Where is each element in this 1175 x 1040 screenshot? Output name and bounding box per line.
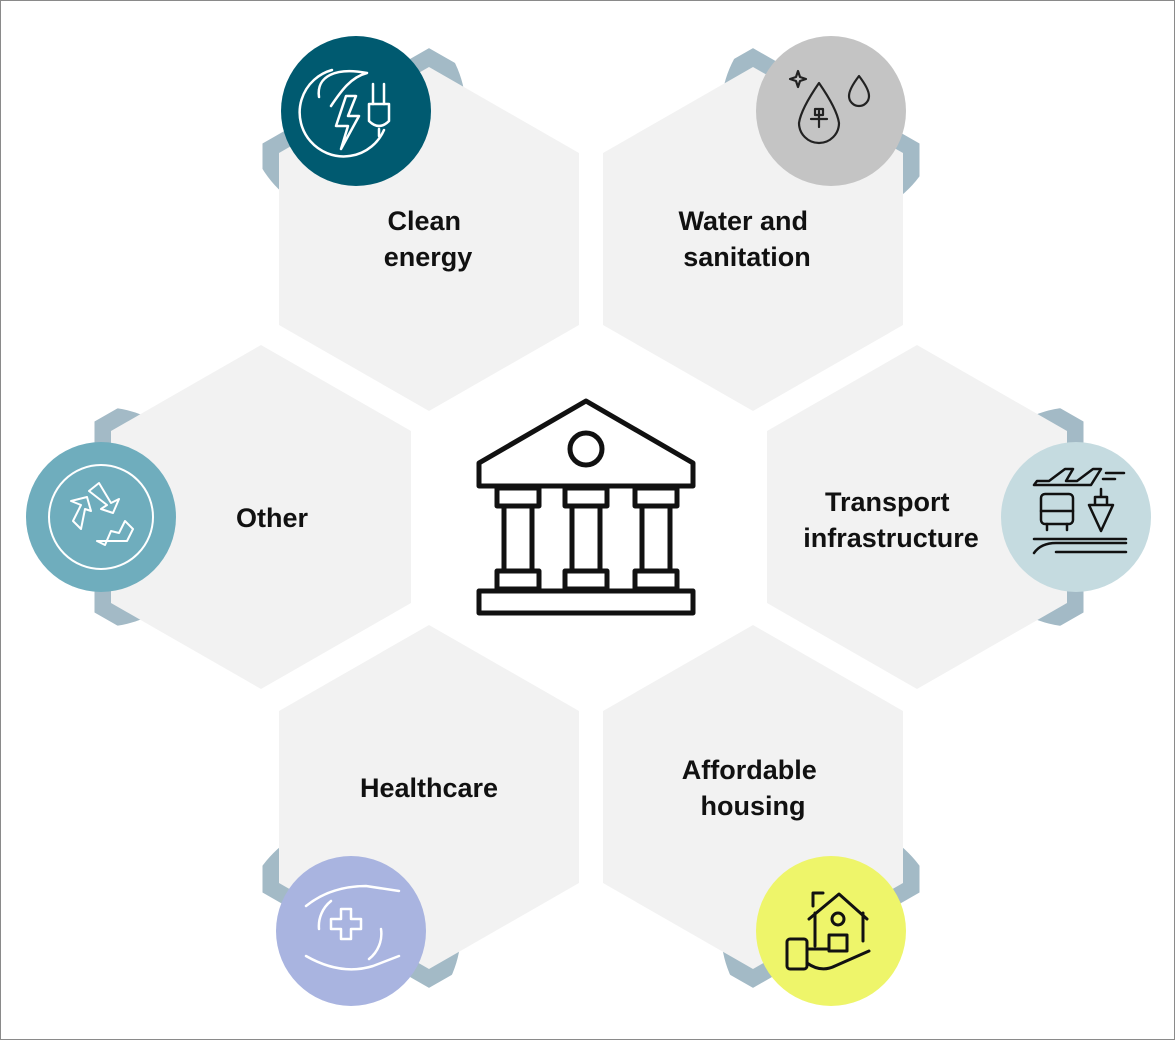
label-transport: Transport infrastructure xyxy=(803,487,979,553)
label-clean-energy: Clean energy xyxy=(384,206,473,272)
recycle-icon xyxy=(48,464,154,570)
hand-house-icon xyxy=(785,891,871,971)
icon-circle-transport xyxy=(1001,442,1151,592)
hands-medical-cross-icon xyxy=(304,884,401,971)
leaf-lightning-plug-icon xyxy=(298,68,391,158)
label-housing: Affordable housing xyxy=(682,755,825,821)
icon-circle-other xyxy=(26,442,176,592)
hexagon-other xyxy=(111,345,411,689)
label-other: Other xyxy=(236,503,309,533)
label-water-sanitation: Water and sanitation xyxy=(678,206,815,272)
icon-circle-clean-energy xyxy=(281,36,431,186)
hexagon-transport xyxy=(767,345,1067,689)
water-drop-cross-icon xyxy=(788,69,871,145)
label-healthcare: Healthcare xyxy=(360,773,498,803)
icon-circle-housing xyxy=(756,856,906,1006)
bank-icon xyxy=(476,398,696,616)
icon-circle-water-sanitation xyxy=(756,36,906,186)
plane-bus-ship-train-icon xyxy=(1032,467,1128,555)
